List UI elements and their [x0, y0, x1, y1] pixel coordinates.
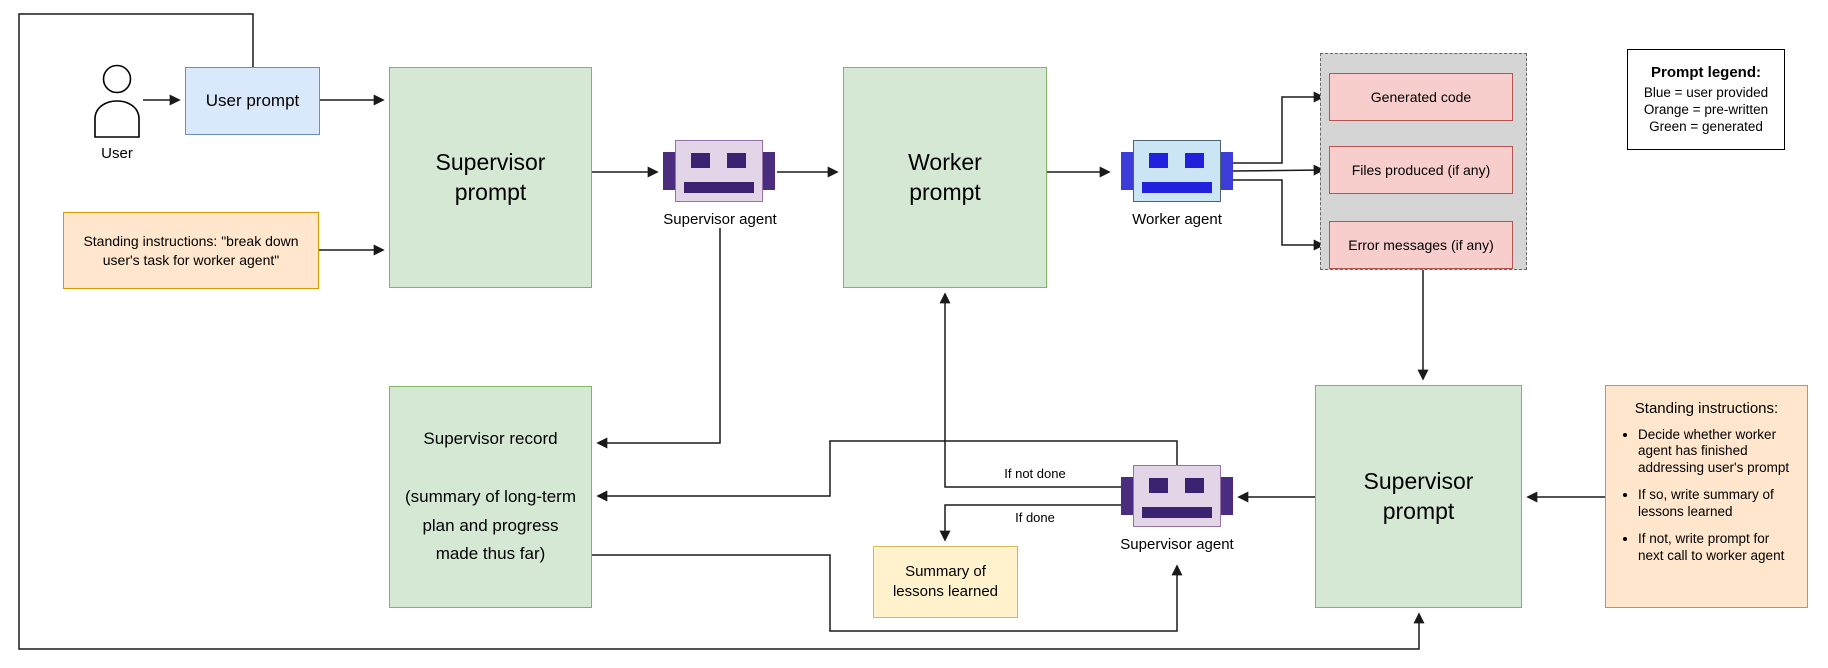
- user-prompt-node: User prompt: [185, 67, 320, 135]
- robot-eye-icon: [1185, 478, 1204, 493]
- output-files-produced: Files produced (if any): [1329, 146, 1513, 194]
- edge-worker-agent-to-files-produced: [1232, 164, 1325, 176]
- standing-instructions-bottom-node: Standing instructions: Decide whether wo…: [1605, 385, 1808, 608]
- user-icon: [94, 64, 140, 138]
- robot-eye-icon: [1149, 153, 1168, 168]
- output-generated-code: Generated code: [1329, 73, 1513, 121]
- robot-ear-icon: [1219, 477, 1233, 515]
- edge-worker-agent-to-error-messages: [1233, 179, 1325, 251]
- standing-instructions-bottom-list: Decide whether worker agent has finished…: [1618, 427, 1795, 564]
- supervisor-prompt-bottom-node: Supervisor prompt: [1315, 385, 1522, 608]
- user-label: User: [101, 145, 133, 162]
- supervisor-agent-bottom-label: Supervisor agent: [1120, 536, 1234, 553]
- edge-if-not-done-to-worker-prompt: [939, 292, 1121, 488]
- robot-eye-icon: [1149, 478, 1168, 493]
- edge-label-if-not-done: If not done: [1004, 466, 1066, 481]
- robot-mouth-icon: [684, 182, 754, 193]
- legend-entry-orange: Orange = pre-written: [1643, 101, 1769, 117]
- supervisor-agent-bottom-icon: [1121, 465, 1233, 527]
- robot-eye-icon: [1185, 153, 1204, 168]
- instruction-bullet: If not, write prompt for next call to wo…: [1638, 531, 1795, 564]
- supervisor-agent-top-label: Supervisor agent: [663, 211, 777, 228]
- worker-prompt-label: Worker prompt: [908, 148, 982, 205]
- edge-label-if-done: If done: [1015, 510, 1055, 525]
- summary-of-lessons-node: Summary of lessons learned: [873, 546, 1018, 618]
- edge-worker-agent-to-generated-code: [1233, 91, 1325, 164]
- robot-eye-icon: [691, 153, 710, 168]
- summary-of-lessons-label: Summary of lessons learned: [892, 562, 999, 600]
- supervisor-prompt-top-node: Supervisor prompt: [389, 67, 592, 288]
- instruction-bullet: Decide whether worker agent has finished…: [1638, 427, 1795, 476]
- worker-prompt-node: Worker prompt: [843, 67, 1047, 288]
- standing-instructions-top-node: Standing instructions: "break down user'…: [63, 212, 319, 289]
- instruction-bullet: If so, write summary of lessons learned: [1638, 487, 1795, 520]
- edge-bottom-supervisor-agent-to-record: [596, 440, 1178, 502]
- legend-title: Prompt legend:: [1650, 63, 1761, 81]
- output-error-messages-label: Error messages (if any): [1348, 237, 1494, 253]
- user-prompt-label: User prompt: [205, 91, 300, 110]
- robot-ear-icon: [1219, 152, 1233, 190]
- robot-mouth-icon: [1142, 507, 1212, 518]
- output-files-produced-label: Files produced (if any): [1351, 162, 1491, 178]
- supervisor-prompt-bottom-label: Supervisor prompt: [1363, 467, 1474, 524]
- supervisor-record-node: Supervisor record (summary of long-term …: [389, 386, 592, 608]
- supervisor-record-title: Supervisor record: [423, 428, 558, 448]
- output-generated-code-label: Generated code: [1370, 89, 1472, 105]
- robot-ear-icon: [761, 152, 775, 190]
- standing-instructions-top-text: Standing instructions: "break down user'…: [83, 232, 299, 268]
- standing-instructions-bottom-title: Standing instructions:: [1634, 400, 1779, 417]
- worker-agent-label: Worker agent: [1132, 211, 1222, 228]
- output-error-messages: Error messages (if any): [1329, 221, 1513, 269]
- supervisor-prompt-top-label: Supervisor prompt: [435, 148, 546, 205]
- robot-eye-icon: [727, 153, 746, 168]
- legend-entry-blue: Blue = user provided: [1643, 84, 1769, 100]
- legend-entry-green: Green = generated: [1649, 119, 1763, 135]
- supervisor-agent-top-icon: [663, 140, 775, 202]
- supervisor-record-subtitle: (summary of long-term plan and progress …: [405, 486, 576, 564]
- edge-top-supervisor-agent-to-record: [596, 228, 721, 449]
- prompt-legend: Prompt legend: Blue = user provided Oran…: [1627, 49, 1785, 150]
- worker-agent-icon: [1121, 140, 1233, 202]
- robot-mouth-icon: [1142, 182, 1212, 193]
